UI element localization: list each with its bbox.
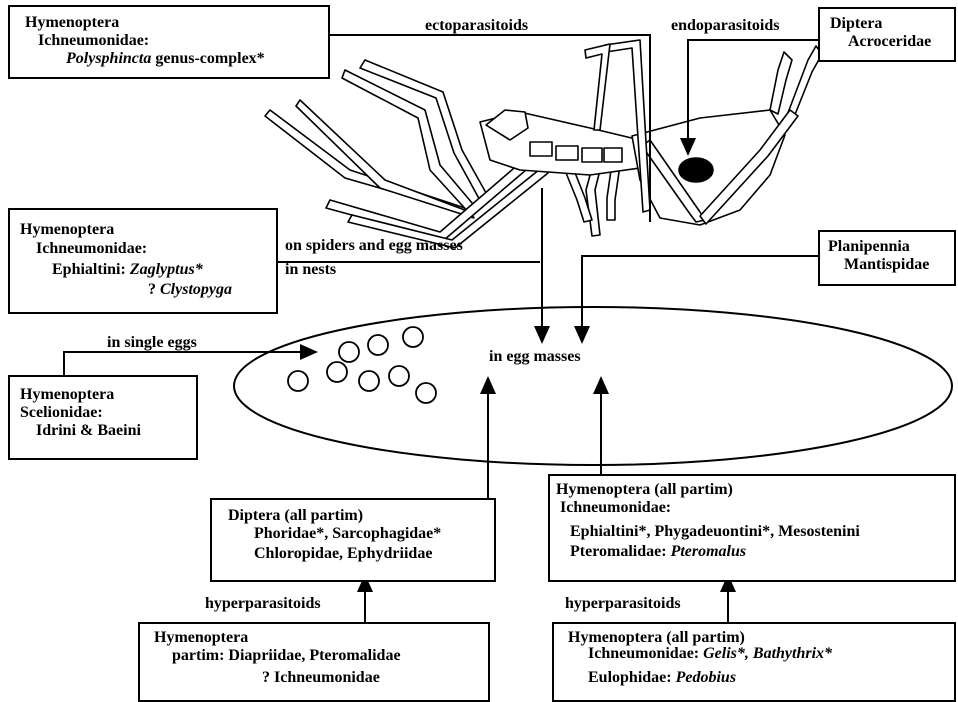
title: Diptera (all partim) — [228, 506, 510, 526]
box-zaglyptus: Hymenoptera Ichneumonidae: Ephialtini: Z… — [8, 208, 278, 314]
order: Hymenoptera — [20, 220, 286, 240]
tribe: Ephialtini: Zaglyptus* — [52, 260, 318, 280]
line1: Ichneumonidae: — [560, 498, 958, 518]
family: Ichneumonidae: — [36, 239, 302, 259]
egg-mass-ellipse — [234, 307, 952, 465]
line1: Ichneumonidae: Gelis*, Bathythrix* — [588, 644, 958, 664]
line2: Chloropidae, Ephydriidae — [254, 544, 536, 564]
line2: Eulophidae: Pedobius — [588, 668, 958, 688]
label-on-spiders: on spiders and egg masses — [285, 237, 463, 255]
label-endoparasitoids: endoparasitoids — [671, 17, 779, 35]
egg — [288, 371, 308, 391]
family: Acroceridae — [848, 32, 958, 52]
family: Scelionidae: — [20, 403, 206, 423]
egg — [359, 371, 379, 391]
box-hymenoptera-partim: Hymenoptera (all partim) Ichneumonidae: … — [548, 474, 956, 582]
order: Diptera — [830, 14, 958, 34]
line2: Ephialtini*, Phygadeuontini*, Mesostenin… — [570, 522, 958, 542]
order: Planipennia — [828, 237, 958, 257]
box-polysphincta: Hymenoptera Ichneumonidae: Polysphincta … — [8, 5, 330, 79]
order: Hymenoptera — [20, 385, 206, 405]
label-in-egg-masses: in egg masses — [489, 348, 581, 366]
box-diptera-partim: Diptera (all partim) Phoridae*, Sarcopha… — [210, 498, 496, 582]
line1: partim: Diapriidae, Pteromalidae — [172, 646, 520, 666]
spider-drawing — [265, 40, 822, 248]
box-acroceridae: Diptera Acroceridae — [818, 7, 956, 62]
title: Hymenoptera — [154, 628, 502, 648]
egg — [389, 366, 409, 386]
label-hyperparasitoids-left: hyperparasitoids — [205, 595, 321, 613]
egg — [327, 362, 347, 382]
order: Hymenoptera — [25, 13, 343, 33]
title: Hymenoptera (all partim) — [556, 480, 958, 500]
label-in-single-eggs: in single eggs — [107, 334, 197, 352]
egg — [416, 383, 436, 403]
genus: Polysphincta genus-complex* — [66, 49, 384, 69]
box-hyper-right: Hymenoptera (all partim) Ichneumonidae: … — [552, 622, 956, 702]
box-scelionidae: Hymenoptera Scelionidae: Idrini & Baeini — [8, 375, 198, 460]
box-hyper-left: Hymenoptera partim: Diapriidae, Pteromal… — [138, 622, 490, 702]
family: Ichneumonidae: — [38, 31, 356, 51]
tribes: Idrini & Baeini — [36, 421, 222, 441]
egg — [368, 335, 388, 355]
box-mantispidae: Planipennia Mantispidae — [818, 230, 956, 286]
egg — [403, 327, 423, 347]
label-hyperparasitoids-right: hyperparasitoids — [565, 595, 681, 613]
family: Mantispidae — [844, 255, 958, 275]
line3: Pteromalidae: Pteromalus — [570, 542, 958, 562]
egg — [339, 342, 359, 362]
single-eggs — [288, 327, 436, 403]
questionable-genus: ? Clystopyga — [148, 280, 414, 300]
line1: Phoridae*, Sarcophagidae* — [254, 524, 536, 544]
label-ectoparasitoids: ectoparasitoids — [425, 17, 528, 35]
